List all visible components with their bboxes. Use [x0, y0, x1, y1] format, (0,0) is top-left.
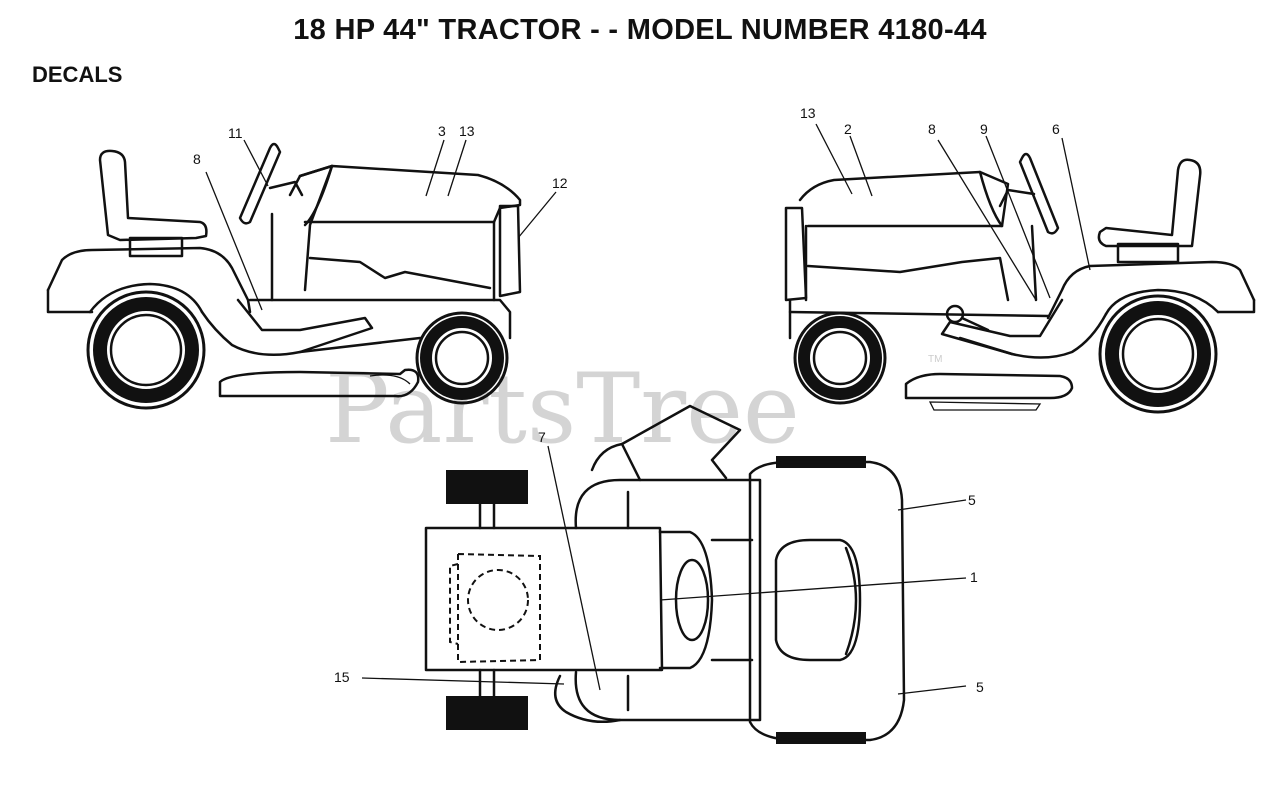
right-seat — [1097, 158, 1202, 248]
callout-top-15: 15 — [334, 669, 350, 685]
callout-left-11: 11 — [228, 125, 243, 141]
right-steering-wheel — [1018, 152, 1060, 235]
right-front-wheel — [793, 311, 887, 405]
top-rear-wheel-lower — [446, 696, 528, 730]
left-rear-fender — [46, 246, 252, 314]
callout-right-8: 8 — [928, 121, 936, 137]
right-rear-wheel — [1098, 294, 1218, 414]
top-hood-vent — [774, 538, 862, 662]
callout-right-6: 6 — [1052, 121, 1060, 137]
callout-top-5-lower: 5 — [976, 679, 984, 695]
top-hood — [748, 460, 906, 742]
callout-left-3: 3 — [438, 123, 446, 139]
callout-left-8: 8 — [193, 151, 201, 167]
callout-top-1: 1 — [970, 569, 978, 585]
top-discharge-chute — [590, 404, 742, 480]
left-mower-deck — [218, 368, 420, 398]
right-mower-deck — [904, 372, 1074, 400]
top-view-tractor: 7 5 1 5 15 — [334, 404, 984, 744]
page-title: 18 HP 44" TRACTOR - - MODEL NUMBER 4180-… — [293, 14, 987, 46]
left-steering-wheel — [238, 142, 282, 225]
callout-right-9: 9 — [980, 121, 988, 137]
left-rear-wheel — [86, 290, 206, 410]
section-title: DECALS — [32, 62, 123, 87]
top-seat — [424, 526, 664, 672]
callout-right-2: 2 — [844, 121, 852, 137]
top-rear-wheel-upper — [446, 470, 528, 504]
top-mower-deck — [574, 478, 762, 722]
left-hood — [298, 164, 522, 224]
left-grille — [498, 204, 522, 298]
callout-left-12: 12 — [552, 175, 568, 191]
left-front-wheel — [415, 311, 509, 405]
watermark-tm: TM — [928, 354, 942, 365]
top-seat-outline — [457, 552, 541, 664]
watermark-text: PartsTree — [325, 353, 800, 465]
right-hood — [798, 170, 1010, 228]
callout-right-13: 13 — [800, 105, 816, 121]
callout-left-13: 13 — [459, 123, 475, 139]
callout-top-7: 7 — [538, 429, 546, 445]
callout-top-5-upper: 5 — [968, 492, 976, 508]
right-rear-fender — [1046, 260, 1256, 320]
left-side-tractor: 11 8 3 13 12 — [46, 123, 568, 410]
right-grille — [784, 206, 808, 302]
right-lever-knob — [945, 304, 965, 324]
left-seat — [98, 149, 208, 242]
right-side-tractor: 13 2 8 9 6 — [784, 105, 1256, 414]
